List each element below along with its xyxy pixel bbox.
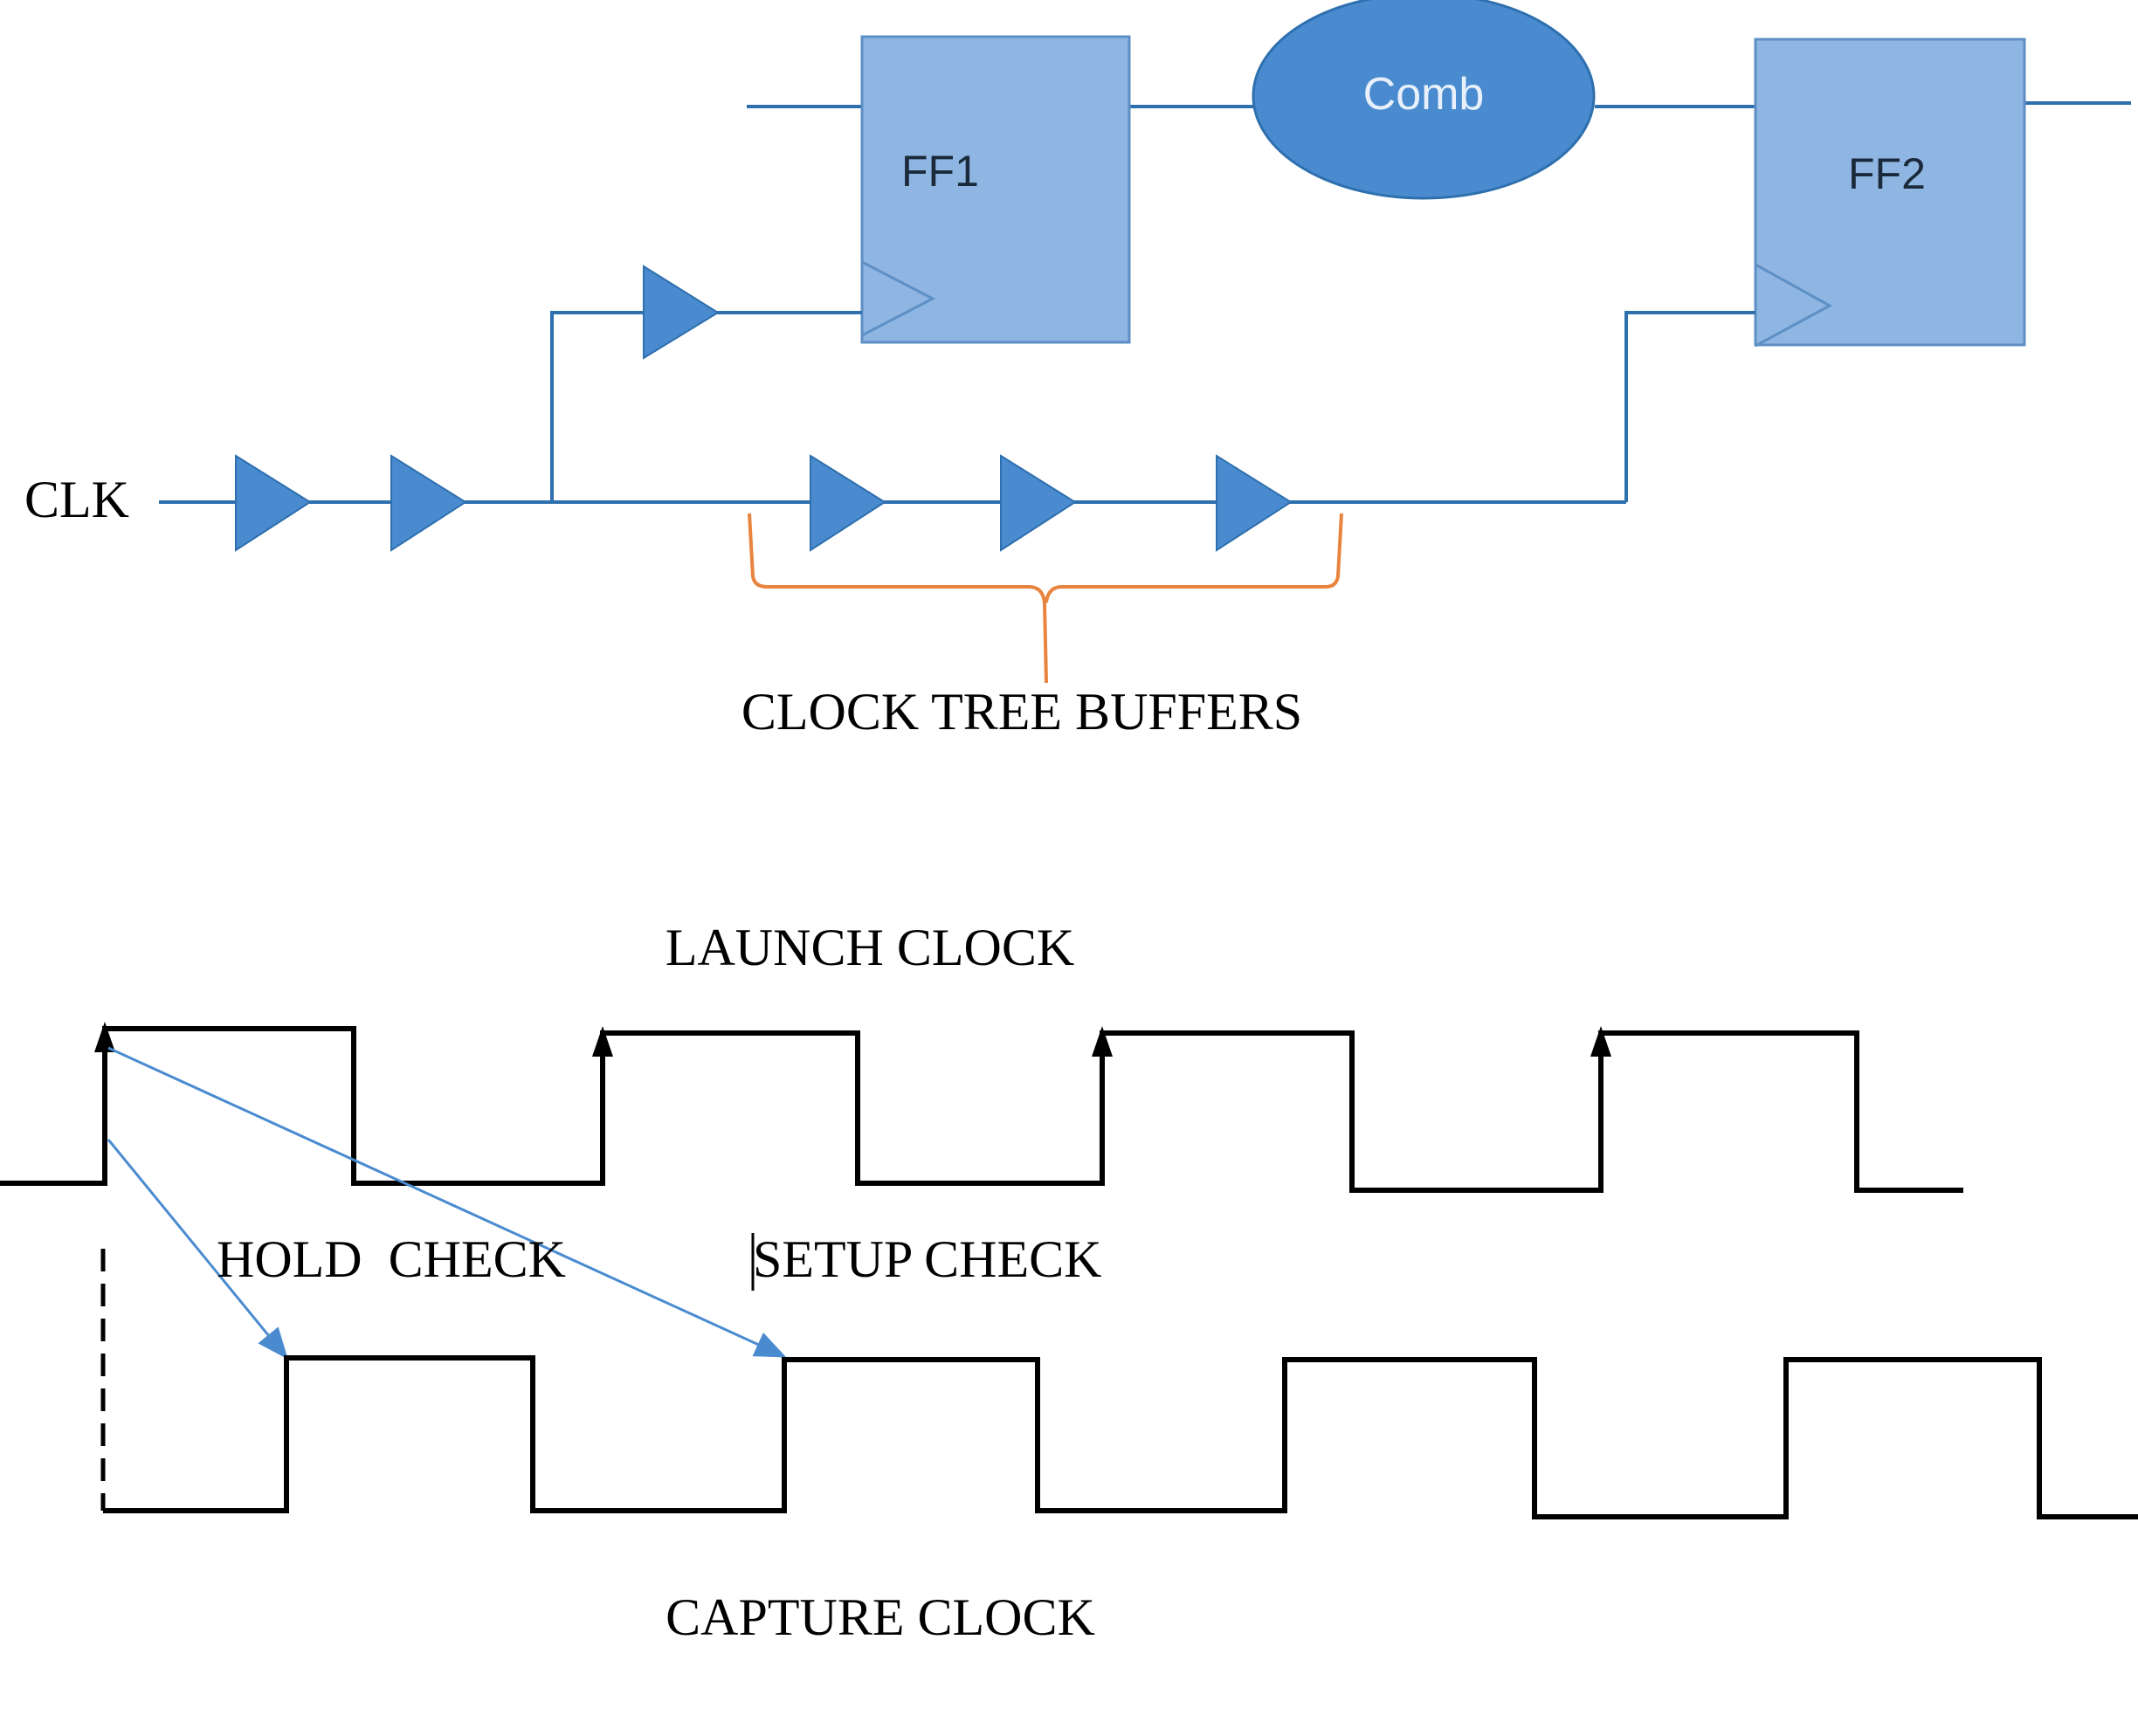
ff2-clock-pin-icon <box>1755 263 1833 348</box>
setup-check-arrow <box>107 1046 787 1358</box>
hold-check-label: HOLD CHECK <box>217 1230 566 1288</box>
clock-tree-buffers-label: CLOCK TREE BUFFERS <box>741 683 1302 741</box>
clock-buffer-icon <box>390 454 467 552</box>
ff1-clock-branch-wire <box>550 311 644 502</box>
comb-label: Comb <box>1363 69 1485 120</box>
clock-buffer-icon <box>235 454 312 552</box>
clock-tree-buffer-icon <box>810 454 886 552</box>
clock-buffer-icon <box>643 265 720 360</box>
setup-check-label: SETUP CHECK <box>753 1230 1102 1288</box>
launch-rising-edge-marker <box>1092 1026 1113 1057</box>
comb-logic: Comb <box>1252 0 1596 200</box>
hold-check-arrow <box>107 1139 288 1360</box>
capture-clock-label: CAPTURE CLOCK <box>666 1588 1095 1646</box>
data-path <box>747 101 2131 108</box>
clock-tree: CLK <box>24 265 1755 552</box>
ff2-clock-branch-wire <box>1624 311 1755 502</box>
clk-label: CLK <box>24 471 129 528</box>
clock-tree-buffer-icon <box>1216 454 1293 552</box>
ff1-label: FF1 <box>901 147 979 196</box>
ff1-clock-pin-icon <box>861 260 936 337</box>
launch-rising-edge-marker <box>94 1022 115 1052</box>
clock-tree-buffer-icon <box>1000 454 1077 552</box>
clock-tree-buffers-brace: CLOCK TREE BUFFERS <box>741 513 1343 741</box>
launch-clock-label: LAUNCH CLOCK <box>666 919 1074 976</box>
ff1-block: FF1 <box>860 35 1131 344</box>
ff2-block: FF2 <box>1754 38 2026 348</box>
capture-clock-waveform <box>103 1355 2138 1519</box>
ff2-label: FF2 <box>1848 149 1926 198</box>
launch-clock-waveform <box>0 1026 1963 1193</box>
launch-rising-edge-marker <box>1590 1026 1611 1057</box>
launch-rising-edge-marker <box>592 1026 613 1057</box>
